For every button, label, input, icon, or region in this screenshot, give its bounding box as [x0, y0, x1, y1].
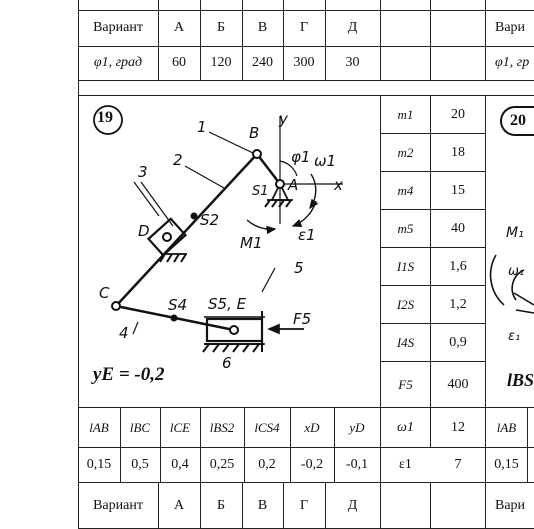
- variant-letter: А: [173, 497, 185, 513]
- variant-letter: В: [257, 497, 268, 513]
- label-c: C: [99, 284, 110, 302]
- next-length-header: lAB: [496, 419, 517, 435]
- length-value: 0,25: [209, 457, 235, 472]
- label-f5: F5: [293, 310, 312, 328]
- param-value: 40: [451, 220, 465, 236]
- variant-letter: Г: [299, 497, 309, 513]
- variant-letter: Б: [216, 20, 226, 35]
- param-value: 0,9: [449, 334, 467, 350]
- label-m1: M1: [240, 234, 263, 252]
- length-header: xD: [304, 419, 320, 435]
- param-name: m1: [397, 106, 414, 122]
- phi-value: 60: [172, 55, 186, 70]
- variant-letter: Д: [347, 20, 358, 35]
- param-value: 15: [451, 182, 465, 198]
- next-diagram-fragment: M₁ ω₁ ε₁: [489, 225, 534, 344]
- right-variant-label: Вари: [495, 497, 526, 513]
- label-6: 6: [222, 354, 232, 372]
- length-value: -0,1: [345, 457, 369, 472]
- mechanism-diagram: 19 1 2 3 4 5 6 B y φ1 ω1 A x S1 S2 D M1 …: [79, 96, 379, 406]
- length-value: 0,15: [86, 457, 112, 472]
- label-x: x: [334, 176, 343, 194]
- problem-number: 19: [97, 109, 113, 126]
- label-y: y: [279, 110, 288, 128]
- label-eps1: ε1: [298, 226, 316, 244]
- variant-letter: Б: [216, 497, 226, 513]
- length-value: -0,2: [300, 457, 324, 472]
- param-name: I1S: [396, 258, 415, 274]
- param-name: m2: [397, 144, 414, 160]
- param-value: 20: [451, 106, 465, 122]
- label-a: A: [288, 176, 299, 194]
- length-header: yD: [349, 419, 365, 435]
- length-value: 0,4: [171, 457, 189, 472]
- next-formula: lBS: [507, 370, 534, 390]
- length-header: lCS4: [254, 419, 280, 435]
- variant-letter: Д: [347, 497, 358, 513]
- variant-label: Вариант: [93, 20, 143, 35]
- param-name: I4S: [396, 334, 415, 350]
- label-3: 3: [138, 163, 148, 181]
- label-2: 2: [173, 151, 183, 169]
- label-s2: S2: [200, 211, 220, 229]
- omega-value: 12: [451, 419, 465, 435]
- right-variant-label: Вари: [495, 20, 526, 35]
- next-problem-number: 20: [500, 106, 534, 136]
- formula-ye: yE = -0,2: [93, 364, 165, 385]
- param-value: 400: [447, 376, 469, 392]
- label-4: 4: [119, 324, 129, 342]
- label-d: D: [138, 222, 150, 240]
- length-value: 0,5: [131, 457, 149, 472]
- label-1: 1: [197, 118, 207, 136]
- svg-text:ε₁: ε₁: [508, 329, 520, 344]
- variant-letter: А: [173, 20, 185, 35]
- length-header: lBS2: [209, 419, 235, 435]
- omega-label: ω1: [397, 419, 414, 435]
- next-length-value: 0,15: [494, 457, 519, 472]
- label-5: 5: [294, 259, 304, 277]
- svg-text:M₁: M₁: [506, 225, 524, 241]
- label-s1: S1: [252, 184, 269, 199]
- param-value: 1,6: [449, 258, 467, 274]
- eps-value: 7: [454, 457, 462, 472]
- variant-label: Вариант: [93, 497, 143, 513]
- phi-value: 240: [252, 55, 273, 70]
- label-s5e: S5, E: [208, 295, 247, 313]
- eps-label: ε1: [399, 457, 412, 472]
- length-header: lBC: [129, 419, 151, 435]
- variant-letter: В: [257, 20, 268, 35]
- phi-value: 30: [345, 55, 360, 70]
- length-header: lCE: [169, 419, 191, 435]
- length-value: 0,2: [258, 457, 276, 472]
- label-phi1: φ1: [291, 148, 311, 166]
- param-value: 1,2: [449, 296, 467, 312]
- phi-value: 120: [210, 55, 232, 70]
- length-header: lAB: [89, 419, 109, 435]
- label-b: B: [249, 124, 260, 142]
- phi-label: φ1, град: [93, 55, 143, 70]
- param-name: m5: [397, 220, 414, 236]
- phi-value: 300: [293, 55, 315, 70]
- param-value: 18: [451, 144, 465, 160]
- param-name: I2S: [396, 296, 415, 312]
- variant-letter: Г: [299, 20, 309, 35]
- param-name: m4: [397, 182, 414, 198]
- label-omega1: ω1: [314, 152, 337, 170]
- label-s4: S4: [168, 296, 188, 314]
- param-name: F5: [398, 376, 413, 392]
- right-phi-label: φ1, гр: [495, 55, 530, 70]
- svg-text:ω₁: ω₁: [508, 264, 524, 279]
